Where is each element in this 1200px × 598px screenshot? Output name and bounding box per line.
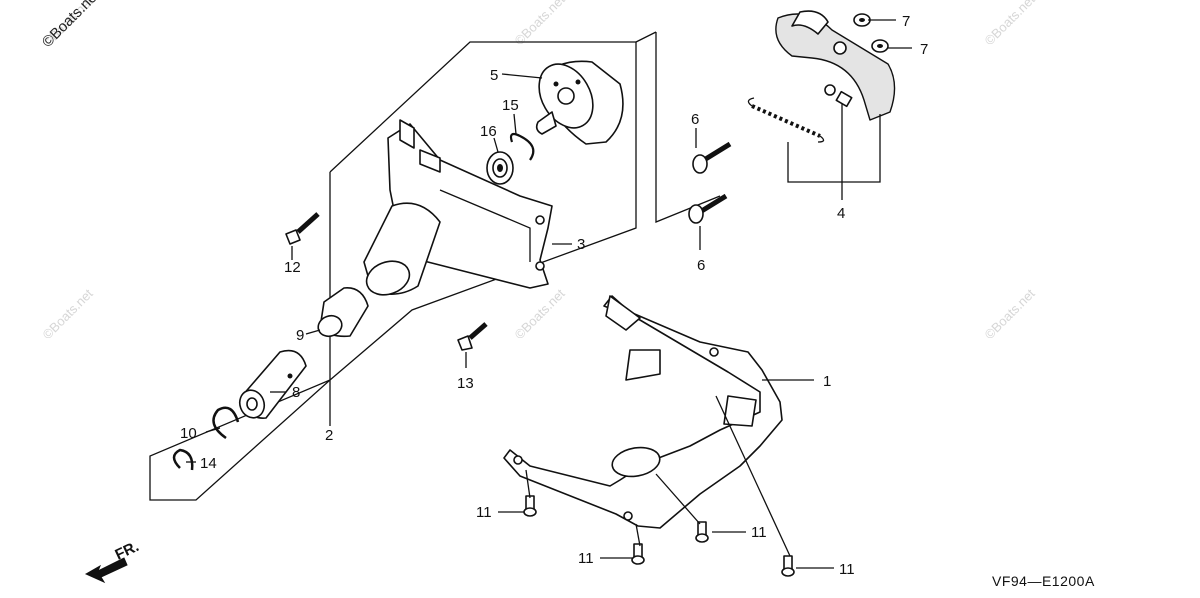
corner-watermark: ©Boats.net <box>39 0 104 51</box>
callout-1: 1 <box>823 373 831 390</box>
callout-15: 15 <box>502 97 519 114</box>
callout-14: 14 <box>200 455 217 472</box>
washers <box>853 13 889 53</box>
bolt-12 <box>285 212 320 245</box>
callout-16: 16 <box>480 123 497 140</box>
guard <box>503 295 783 529</box>
callout-7-bottom: 7 <box>920 41 928 58</box>
callout-8: 8 <box>292 384 300 401</box>
watermark: ©Boats.net <box>40 286 96 342</box>
clutch-housing <box>363 119 553 296</box>
callout-11-d: 11 <box>839 561 855 578</box>
callout-7-top: 7 <box>902 13 910 30</box>
callout-11-c: 11 <box>751 524 767 541</box>
callout-11-a: 11 <box>476 504 492 521</box>
watermarks: ©Boats.net ©Boats.net ©Boats.net ©Boats.… <box>40 0 1038 342</box>
shoe-outline <box>635 31 721 223</box>
callout-6-top: 6 <box>691 111 699 128</box>
callout-9: 9 <box>296 327 304 344</box>
watermark: ©Boats.net <box>982 286 1038 342</box>
circlip-small <box>172 448 194 471</box>
watermark: ©Boats.net <box>512 0 568 48</box>
callouts: 1 2 3 4 5 6 6 7 7 8 9 10 11 11 11 11 12 … <box>180 13 928 578</box>
sleeve <box>317 287 369 338</box>
diagram-code: VF94—E1200A <box>992 573 1095 589</box>
callout-11-b: 11 <box>578 550 594 567</box>
callout-5: 5 <box>490 67 498 84</box>
bolt-13 <box>457 322 488 351</box>
circlip <box>509 132 535 161</box>
clutch-shoes <box>747 10 896 143</box>
bearing <box>486 151 514 185</box>
screws-11 <box>523 495 795 577</box>
callout-12: 12 <box>284 259 301 276</box>
bolts-6 <box>688 141 732 224</box>
clutch-drum <box>535 60 624 145</box>
snap-ring <box>212 406 240 440</box>
front-label: FR. <box>113 538 142 564</box>
callout-10: 10 <box>180 425 197 442</box>
leader-lines <box>186 19 912 569</box>
callout-4: 4 <box>837 205 845 222</box>
callout-3: 3 <box>577 236 585 253</box>
callout-13: 13 <box>457 375 474 392</box>
group-outline <box>149 41 637 501</box>
callout-6-bottom: 6 <box>697 257 705 274</box>
watermark: ©Boats.net <box>982 0 1038 48</box>
bushing <box>238 349 307 419</box>
watermark: ©Boats.net <box>512 286 568 342</box>
front-arrow-icon <box>84 557 128 584</box>
front-arrow: FR. <box>84 538 142 584</box>
callout-2: 2 <box>325 427 333 444</box>
